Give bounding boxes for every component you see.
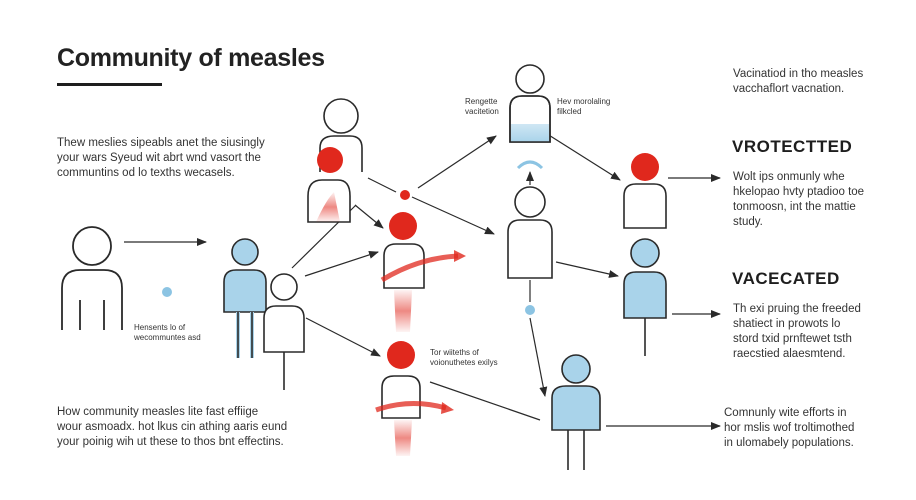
red-dot [400, 190, 410, 200]
person-blue-left [223, 238, 267, 358]
blue-dot-left [162, 287, 172, 297]
intro-text: Thew meslies sipeabls anet the siusingly… [57, 137, 265, 179]
person-white-left [263, 273, 305, 390]
center-node-label: Tor wiiteths of voionuthetes exilys [430, 348, 498, 367]
top-right-text: Vacinatiod in tho measles vacchaflort va… [733, 68, 864, 95]
node-dots [162, 190, 535, 315]
edge-blue-to-midinfected [304, 251, 379, 277]
person-center-infected [380, 212, 466, 332]
person-middle-center [507, 186, 553, 279]
person-right-vaccinated [623, 238, 667, 356]
edge-infected-to-dot [367, 177, 397, 193]
vaccinated-description: Th exi pruing the freeded shatiect in pr… [733, 303, 861, 360]
blue-dot-middle [525, 305, 535, 315]
person-bottom-vaccinated [551, 354, 601, 470]
connection-lines [124, 131, 721, 430]
left-node-label: Hensents lo of wecommuntes asd [134, 323, 201, 342]
protected-description: Wolt ips onmunly whe hkelopao hvty ptadi… [733, 171, 865, 228]
page-title: Community of measles [57, 44, 325, 72]
vaccinated-heading: VACECATED [732, 269, 840, 288]
top-node-right-label: Hev morolaling filkcled [557, 97, 611, 116]
edge-top-to-right [543, 131, 621, 181]
edge-dot-to-top [417, 135, 497, 189]
person-lower-infected [375, 341, 454, 456]
transmission-arrow-lower [375, 400, 447, 413]
person-large-left [61, 226, 123, 330]
bottom-right-text: Comnunly wite efforts in hor mslis wof t… [724, 407, 855, 449]
top-node-left-label: Rengette vacitetion [465, 97, 499, 116]
edge-blue-to-lowinfected [305, 317, 381, 357]
edge-dot-to-bottomblue [529, 317, 548, 397]
person-top-infected [307, 98, 363, 223]
person-top-center [509, 64, 551, 143]
edge-infected-to-bottomblue [429, 381, 541, 421]
person-right-infected [623, 153, 667, 229]
edge-infected-to-center [354, 204, 384, 229]
edge-middle-to-rightblue [555, 261, 619, 278]
protected-heading: VROTECTTED [732, 137, 853, 156]
edge-dot-to-middle [411, 196, 495, 235]
blue-arc [516, 160, 544, 170]
title-underline [57, 83, 162, 86]
transmission-arrow-upper [380, 253, 459, 283]
bottom-left-text: How community measles lite fast effiige … [57, 406, 288, 448]
